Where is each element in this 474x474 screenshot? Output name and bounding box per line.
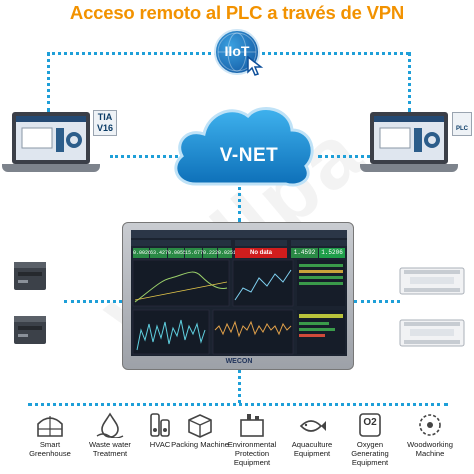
tia-portal-badge: TIA V16 (93, 110, 117, 136)
industry-aquaculture: Aquaculture Equipment (282, 412, 342, 458)
industry-oxygen: O2 Oxygen Generating Equipment (340, 412, 400, 467)
hmi-right-kpi-2: 1.5206 (319, 248, 345, 258)
industry-environmental: Environmental Protection Equipment (222, 412, 282, 467)
environmental-equipment-icon (240, 414, 264, 437)
hmi-alarm: No data (235, 248, 287, 258)
hmi-kpi-5: 0.2221 (203, 248, 222, 258)
vnet-label: V-NET (219, 145, 279, 166)
industry-label: Oxygen Generating Equipment (351, 440, 389, 467)
left-plc-top-icon (14, 262, 46, 290)
industry-label: Packing Machine (171, 440, 229, 449)
hmi-brand: WECON (225, 358, 253, 365)
aquaculture-icon (299, 420, 326, 432)
connector-hmi-bottom (238, 370, 241, 403)
right-plc-bottom-icon (399, 319, 465, 347)
industry-label: Woodworking Machine (407, 440, 453, 458)
connector-left-top (47, 52, 50, 112)
page-title: Acceso remoto al PLC a través de VPN (69, 2, 405, 23)
hmi-kpi-3: 0.0055 (168, 248, 187, 258)
hvac-icon (150, 413, 170, 437)
iiot-label: IIoT (224, 43, 250, 59)
hmi-kpi-1: 0.0026 (133, 248, 152, 258)
industry-hvac: HVAC (130, 412, 190, 449)
industry-waste-water: Waste water Treatment (80, 412, 140, 458)
hmi-kpi-6: 0.0251 (218, 248, 237, 258)
industry-packing: Packing Machine (170, 412, 230, 449)
connector-hmi-right (354, 300, 400, 303)
industry-label: HVAC (149, 440, 171, 449)
connector-right-mid (318, 155, 378, 158)
connector-hmi-left (64, 300, 122, 303)
connector-cloud-hmi (238, 180, 241, 222)
connector-left-mid (110, 155, 178, 158)
industries-row: Smart Greenhouse Waste water Treatment H… (0, 412, 474, 474)
oxygen-symbol: O2 (363, 417, 377, 428)
right-plc-top-icon (399, 267, 465, 295)
woodworking-icon (419, 414, 441, 436)
hmi-kpi-2: 63.4276 (150, 248, 172, 258)
greenhouse-icon (37, 416, 63, 437)
industry-label: Aquaculture Equipment (291, 440, 333, 458)
packing-machine-icon (188, 414, 212, 438)
hmi-panel: 0.0026 63.4276 0.0055 15.6775 0.2221 0.0… (122, 222, 354, 370)
left-plc-bottom-icon (14, 316, 46, 344)
industry-label: Smart Greenhouse (29, 440, 71, 458)
hmi-kpi-4: 15.6775 (185, 248, 207, 258)
hmi-right-kpi-1: 1.4592 (291, 248, 318, 258)
oxygen-icon (359, 413, 381, 437)
connector-bottom (28, 403, 448, 406)
industry-woodworking: Woodworking Machine (400, 412, 460, 458)
industry-smart-greenhouse: Smart Greenhouse (20, 412, 80, 458)
plc-badge: PLC (452, 112, 472, 136)
water-treatment-icon (96, 412, 124, 438)
cursor-icon (247, 56, 264, 76)
cloud-icon (174, 107, 314, 187)
industry-label: Environmental Protection Equipment (227, 440, 277, 467)
hmi-screen: 0.0026 63.4276 0.0055 15.6775 0.2221 0.0… (131, 230, 347, 356)
connector-right-top (408, 52, 411, 112)
industry-label: Waste water Treatment (89, 440, 131, 458)
